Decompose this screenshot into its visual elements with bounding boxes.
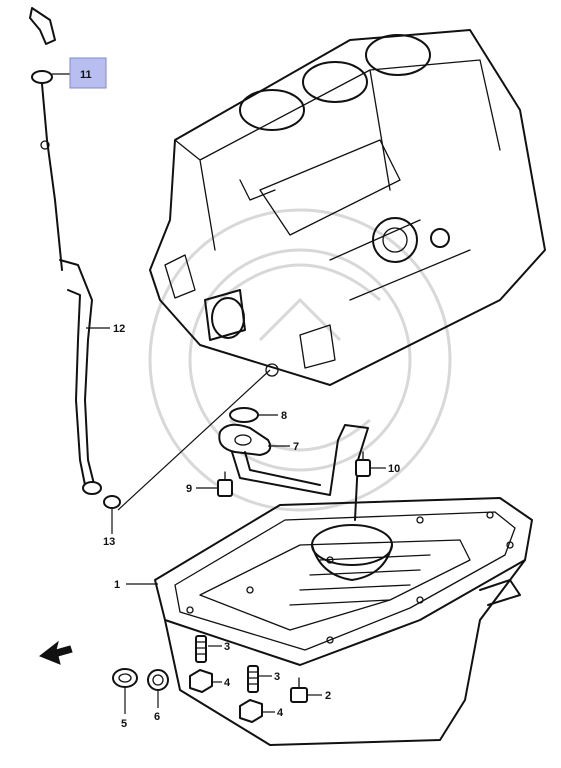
- nut-4-left: [189, 669, 213, 693]
- bolt-2: [290, 677, 308, 703]
- callout-4-right[interactable]: 4: [277, 707, 284, 719]
- oil-level-gauge: [29, 7, 63, 271]
- oil-strainer: [218, 423, 393, 581]
- callout-3-left[interactable]: 3: [224, 641, 230, 653]
- leader-lines: [52, 73, 386, 714]
- callout-11[interactable]: 11: [80, 69, 92, 81]
- drain-plug-gasket: [147, 669, 169, 691]
- stud-3-right: [247, 665, 259, 693]
- oil-level-gauge-guide: [59, 259, 102, 495]
- callout-6[interactable]: 6: [154, 711, 160, 723]
- nut-4-right: [239, 699, 263, 723]
- callout-9[interactable]: 9: [186, 483, 192, 495]
- callout-3-right[interactable]: 3: [274, 671, 280, 683]
- oil-pan: [154, 497, 533, 746]
- callout-1[interactable]: 1: [114, 579, 120, 591]
- callout-8[interactable]: 8: [281, 410, 287, 422]
- strainer-o-ring: [229, 407, 259, 423]
- drain-plug: [112, 668, 138, 688]
- bolt-9: [217, 471, 233, 497]
- callout-4-left[interactable]: 4: [224, 677, 231, 689]
- stud-3-left: [195, 635, 207, 663]
- front-direction-arrow-icon: [39, 640, 73, 665]
- callout-5[interactable]: 5: [121, 718, 127, 730]
- callout-7[interactable]: 7: [293, 441, 299, 453]
- callout-12[interactable]: 12: [113, 323, 125, 335]
- callout-13[interactable]: 13: [103, 536, 115, 548]
- engine-block: [149, 29, 546, 386]
- guide-o-ring: [103, 495, 121, 509]
- callout-11-highlight: [69, 57, 107, 89]
- callout-10[interactable]: 10: [388, 463, 400, 475]
- callout-2[interactable]: 2: [325, 690, 331, 702]
- watermark-emblem: [148, 208, 452, 512]
- bolt-10: [355, 451, 371, 477]
